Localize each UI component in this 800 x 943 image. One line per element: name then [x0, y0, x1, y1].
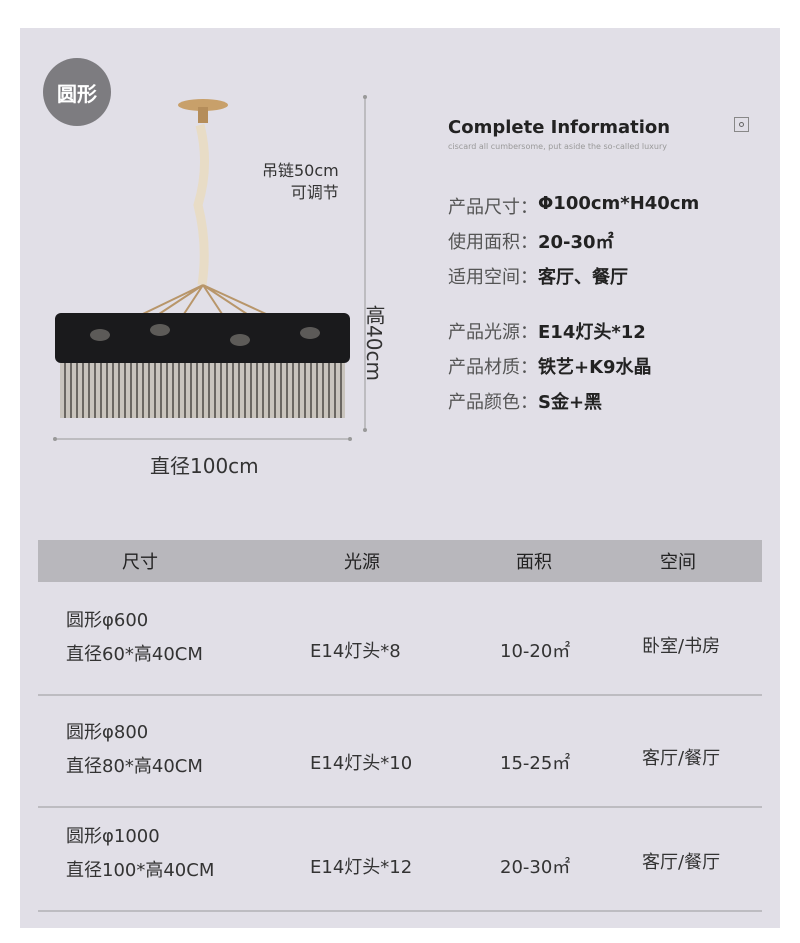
table-row: 圆形φ1000 直径100*高40CM E14灯头*12 20-30㎡ 客厅/餐厅: [38, 800, 762, 912]
row-light: E14灯头*12: [310, 857, 413, 878]
row-size: 直径60*高40CM: [66, 644, 203, 665]
row-name: 圆形φ600: [66, 610, 149, 631]
spec-area: 使用面积：20-30㎡: [448, 232, 614, 253]
info-subtitle: ciscard all cumbersome, put aside the so…: [448, 142, 668, 151]
chandelier-image: [53, 95, 367, 441]
table-row: 圆形φ600 直径60*高40CM E14灯头*8 10-20㎡ 卧室/书房: [38, 584, 762, 696]
row-space: 客厅/餐厅: [642, 748, 721, 769]
spec-space: 适用空间：客厅、餐厅: [448, 267, 628, 288]
table-row: 圆形φ800 直径80*高40CM E14灯头*10 15-25㎡ 客厅/餐厅: [38, 696, 762, 808]
row-space: 客厅/餐厅: [642, 852, 721, 873]
spec-list: 产品尺寸：Φ100cm*H40cm 使用面积：20-30㎡ 适用空间：客厅、餐厅…: [448, 193, 699, 423]
spec-size: 产品尺寸：Φ100cm*H40cm: [448, 193, 700, 218]
info-title: Complete Information: [448, 117, 671, 138]
header-size: 尺寸: [122, 552, 158, 573]
row-size: 直径100*高40CM: [66, 860, 215, 881]
row-name: 圆形φ800: [66, 722, 149, 743]
row-light: E14灯头*8: [310, 641, 401, 662]
row-area: 10-20㎡: [500, 641, 571, 662]
target-icon: [734, 117, 749, 132]
row-area: 20-30㎡: [500, 857, 571, 878]
chain-length-label: 吊链50cm 可调节: [262, 160, 339, 204]
chain-text: 吊链50cm: [262, 161, 339, 180]
row-name: 圆形φ1000: [66, 826, 160, 847]
height-label: 高40cm: [362, 305, 386, 381]
header-area: 面积: [516, 552, 552, 573]
spec-light: 产品光源：E14灯头*12: [448, 322, 646, 343]
adjustable-text: 可调节: [290, 183, 339, 202]
spec-material: 产品材质：铁艺+K9水晶: [448, 357, 652, 378]
product-panel: [20, 28, 780, 928]
row-size: 直径80*高40CM: [66, 756, 203, 777]
row-space: 卧室/书房: [642, 636, 721, 657]
header-light: 光源: [344, 552, 380, 573]
shape-badge: 圆形: [43, 58, 111, 126]
row-area: 15-25㎡: [500, 753, 571, 774]
table-header: 尺寸 光源 面积 空间: [38, 540, 762, 582]
row-light: E14灯头*10: [310, 753, 413, 774]
diameter-label: 直径100cm: [150, 454, 259, 478]
spec-color: 产品颜色：S金+黑: [448, 392, 603, 413]
header-space: 空间: [660, 552, 696, 573]
